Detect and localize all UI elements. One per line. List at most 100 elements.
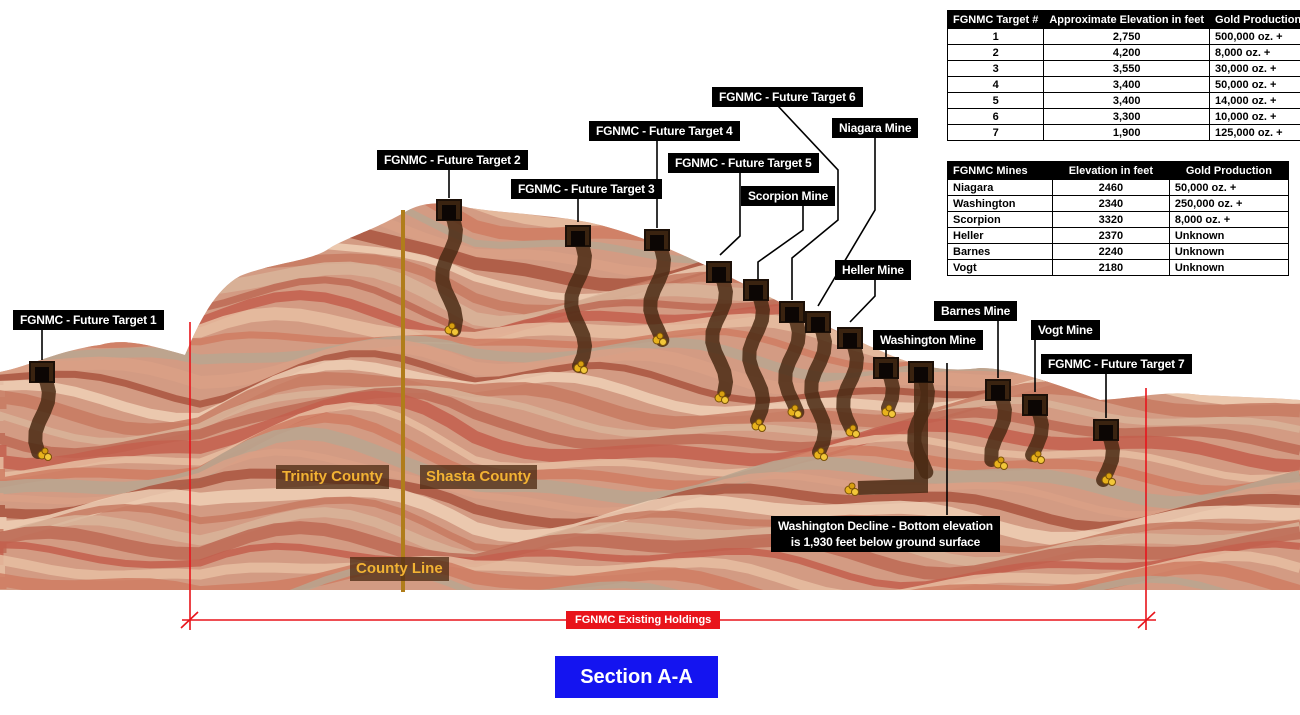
- mines-col-production: Gold Production: [1168, 161, 1290, 180]
- mine-portal-icon: [706, 261, 732, 283]
- gold-nugget-icon: [652, 332, 667, 346]
- targets-table-cell: 14,000 oz. +: [1209, 92, 1300, 109]
- mine-portal-icon: [805, 311, 831, 333]
- decline-line-1: Washington Decline - Bottom elevation: [778, 519, 993, 533]
- targets-table-cell: 3: [946, 60, 1045, 77]
- gold-nugget-icon: [751, 418, 766, 432]
- targets-table-cell: 3,400: [1043, 76, 1211, 93]
- scorpion-mine-label: Scorpion Mine: [741, 186, 836, 206]
- mines-col-elevation: Elevation in feet: [1051, 161, 1170, 180]
- mine-portal-icon: [436, 199, 462, 221]
- mines-table-cell: Heller: [947, 227, 1053, 244]
- mines-table: FGNMC Mines Elevation in feet Gold Produ…: [947, 161, 1290, 276]
- mine-portal-icon: [1022, 394, 1048, 416]
- mines-table-cell: 2180: [1051, 259, 1170, 276]
- gold-nugget-icon: [881, 404, 896, 418]
- trinity-county-label: Trinity County: [276, 465, 389, 489]
- gold-nugget-icon: [573, 360, 588, 374]
- mine-portal-icon: [837, 327, 863, 349]
- mine-shafts: [28, 203, 1120, 495]
- targets-table-cell: 2: [946, 44, 1045, 61]
- mines-table-cell: Unknown: [1168, 227, 1290, 244]
- decline-line-2: is 1,930 feet below ground surface: [790, 535, 981, 549]
- mines-table-cell: 2340: [1051, 195, 1170, 212]
- target-4-label: FGNMC - Future Target 4: [589, 121, 740, 141]
- gold-nugget-icon: [844, 482, 859, 496]
- targets-col-target: FGNMC Target #: [946, 10, 1045, 29]
- mines-table-cell: Barnes: [947, 243, 1053, 260]
- targets-table-cell: 50,000 oz. +: [1209, 76, 1300, 93]
- gold-nugget-icon: [37, 447, 52, 461]
- section-title: Section A-A: [555, 656, 718, 698]
- mines-table-cell: Vogt: [947, 259, 1053, 276]
- targets-table-cell: 2,750: [1043, 28, 1211, 45]
- gold-nugget-icon: [1030, 450, 1045, 464]
- targets-table-cell: 10,000 oz. +: [1209, 108, 1300, 125]
- targets-col-elevation: Approximate Elevation in feet: [1043, 10, 1211, 29]
- mines-table-cell: Unknown: [1168, 243, 1290, 260]
- heller-mine-label: Heller Mine: [835, 260, 911, 280]
- targets-table-cell: 1,900: [1043, 124, 1211, 141]
- mines-table-cell: Unknown: [1168, 259, 1290, 276]
- target-2-label: FGNMC - Future Target 2: [377, 150, 528, 170]
- target-6-label: FGNMC - Future Target 6: [712, 87, 863, 107]
- targets-table-cell: 8,000 oz. +: [1209, 44, 1300, 61]
- niagara-mine-label: Niagara Mine: [832, 118, 919, 138]
- targets-table-cell: 3,400: [1043, 92, 1211, 109]
- mines-table-cell: 8,000 oz. +: [1168, 211, 1290, 228]
- targets-table-header: FGNMC Target # Approximate Elevation in …: [946, 10, 1300, 29]
- target-7-label: FGNMC - Future Target 7: [1041, 354, 1192, 374]
- target-5-label: FGNMC - Future Target 5: [668, 153, 819, 173]
- mine-portal-icon: [985, 379, 1011, 401]
- mine-portal-icon: [873, 357, 899, 379]
- mine-portal-icon: [1093, 419, 1119, 441]
- gold-nugget-icon: [714, 390, 729, 404]
- mines-table-cell: 3320: [1051, 211, 1170, 228]
- mines-table-cell: 50,000 oz. +: [1168, 179, 1290, 196]
- washington-decline-label: Washington Decline - Bottom elevation is…: [771, 516, 1000, 552]
- target-3-label: FGNMC - Future Target 3: [511, 179, 662, 199]
- targets-table-cell: 125,000 oz. +: [1209, 124, 1300, 141]
- targets-table-cell: 1: [946, 28, 1045, 45]
- target-1-label: FGNMC - Future Target 1: [13, 310, 164, 330]
- mine-portal-icon: [779, 301, 805, 323]
- mine-portals: [29, 199, 1119, 441]
- targets-table-cell: 3,550: [1043, 60, 1211, 77]
- vogt-mine-label: Vogt Mine: [1031, 320, 1100, 340]
- mines-table-cell: 2370: [1051, 227, 1170, 244]
- gold-nugget-icon: [845, 424, 860, 438]
- targets-table-cell: 3,300: [1043, 108, 1211, 125]
- mine-portal-icon: [644, 229, 670, 251]
- mines-table-cell: 2240: [1051, 243, 1170, 260]
- mine-portal-icon: [565, 225, 591, 247]
- gold-nugget-icon: [787, 404, 802, 418]
- targets-table-cell: 4,200: [1043, 44, 1211, 61]
- gold-nugget-icon: [444, 322, 459, 336]
- targets-table-cell: 5: [946, 92, 1045, 109]
- targets-table-cell: 4: [946, 76, 1045, 93]
- mines-table-cell: 2460: [1051, 179, 1170, 196]
- mines-table-cell: Niagara: [947, 179, 1053, 196]
- washington-mine-label: Washington Mine: [873, 330, 983, 350]
- gold-nugget-icon: [993, 456, 1008, 470]
- mines-table-cell: 250,000 oz. +: [1168, 195, 1290, 212]
- targets-table-cell: 7: [946, 124, 1045, 141]
- mines-table-cell: Washington: [947, 195, 1053, 212]
- targets-table-cell: 30,000 oz. +: [1209, 60, 1300, 77]
- mine-portal-icon: [908, 361, 934, 383]
- mines-col-name: FGNMC Mines: [947, 161, 1053, 180]
- existing-holdings-label: FGNMC Existing Holdings: [566, 611, 721, 629]
- gold-nugget-icon: [1101, 472, 1116, 486]
